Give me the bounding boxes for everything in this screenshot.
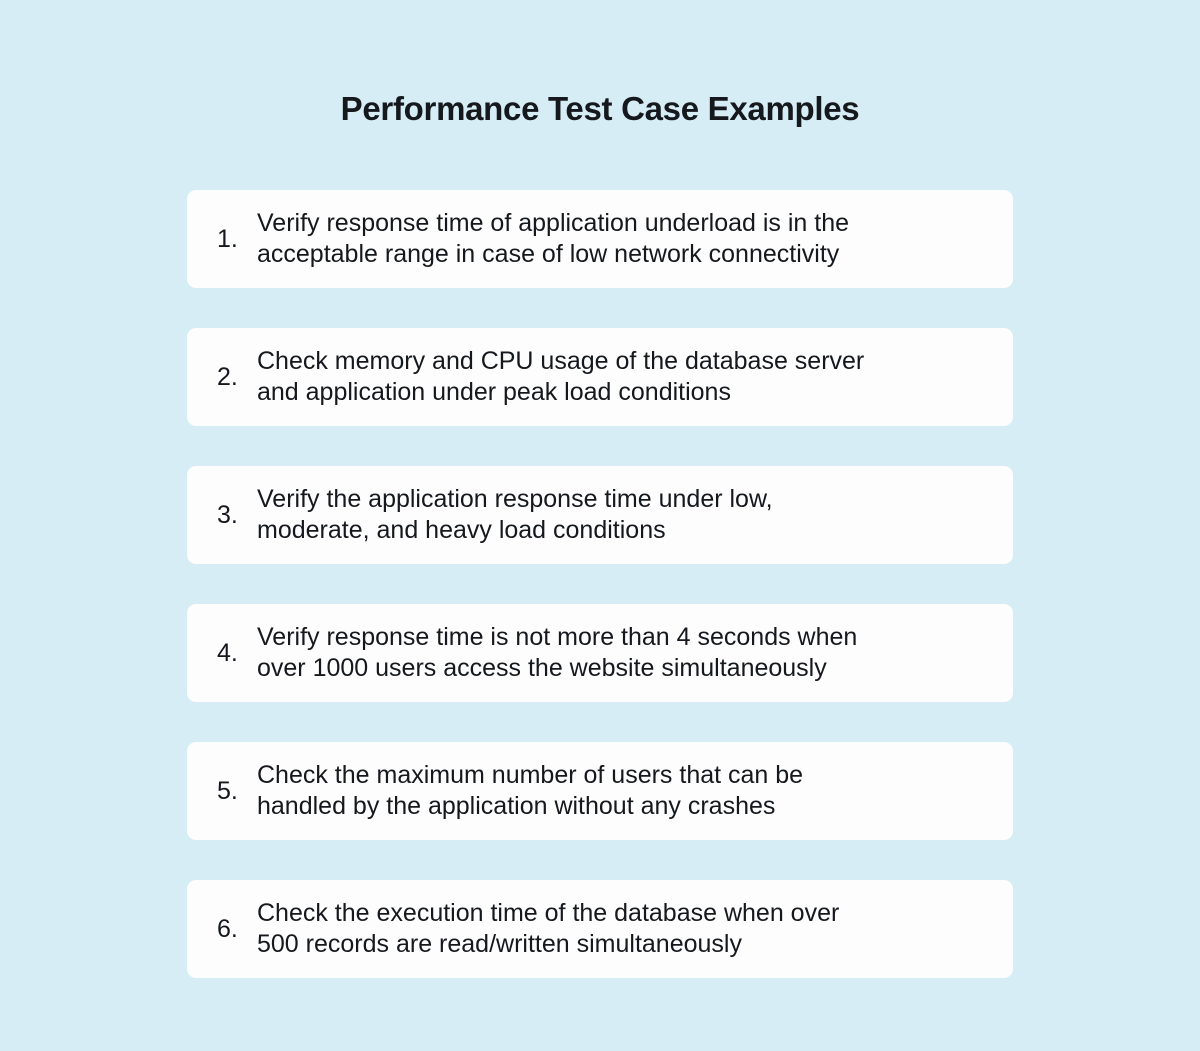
test-case-line-1: Check the maximum number of users that c… [257, 761, 804, 789]
test-case-text: Verify the application response time und… [257, 484, 773, 546]
test-case-line-2: moderate, and heavy load conditions [257, 516, 666, 544]
test-case-line-2: handled by the application without any c… [257, 792, 776, 820]
test-case-number: 4. [217, 638, 238, 667]
test-case-text: Check memory and CPU usage of the databa… [257, 346, 864, 408]
test-case-card-3: 3. Verify the application response time … [187, 466, 1013, 564]
page-title: Performance Test Case Examples [340, 90, 860, 127]
test-case-number: 1. [217, 224, 238, 253]
test-case-line-2: 500 records are read/written simultaneou… [257, 930, 742, 958]
test-case-card-5: 5. Check the maximum number of users tha… [187, 742, 1013, 840]
test-case-line-2: acceptable range in case of low network … [257, 240, 840, 268]
test-case-number: 5. [217, 776, 238, 805]
test-case-line-1: Verify response time is not more than 4 … [257, 623, 858, 651]
test-case-card-1: 1. Verify response time of application u… [187, 190, 1013, 288]
test-case-line-2: over 1000 users access the website simul… [257, 654, 827, 682]
test-case-number: 3. [217, 500, 238, 529]
test-case-text: Verify response time of application unde… [257, 208, 849, 270]
test-case-line-1: Check the execution time of the database… [257, 899, 840, 927]
test-case-list: 1. Verify response time of application u… [187, 190, 1013, 978]
test-case-card-4: 4. Verify response time is not more than… [187, 604, 1013, 702]
test-case-card-6: 6. Check the execution time of the datab… [187, 880, 1013, 978]
test-case-text: Check the maximum number of users that c… [257, 760, 803, 822]
test-case-text: Verify response time is not more than 4 … [257, 622, 857, 684]
test-case-card-2: 2. Check memory and CPU usage of the dat… [187, 328, 1013, 426]
test-case-line-1: Check memory and CPU usage of the databa… [257, 347, 865, 375]
test-case-line-2: and application under peak load conditio… [257, 378, 731, 406]
test-case-number: 2. [217, 362, 238, 391]
test-case-number: 6. [217, 914, 238, 943]
test-case-line-1: Verify the application response time und… [257, 485, 773, 513]
test-case-text: Check the execution time of the database… [257, 898, 839, 960]
test-case-line-1: Verify response time of application unde… [257, 209, 850, 237]
